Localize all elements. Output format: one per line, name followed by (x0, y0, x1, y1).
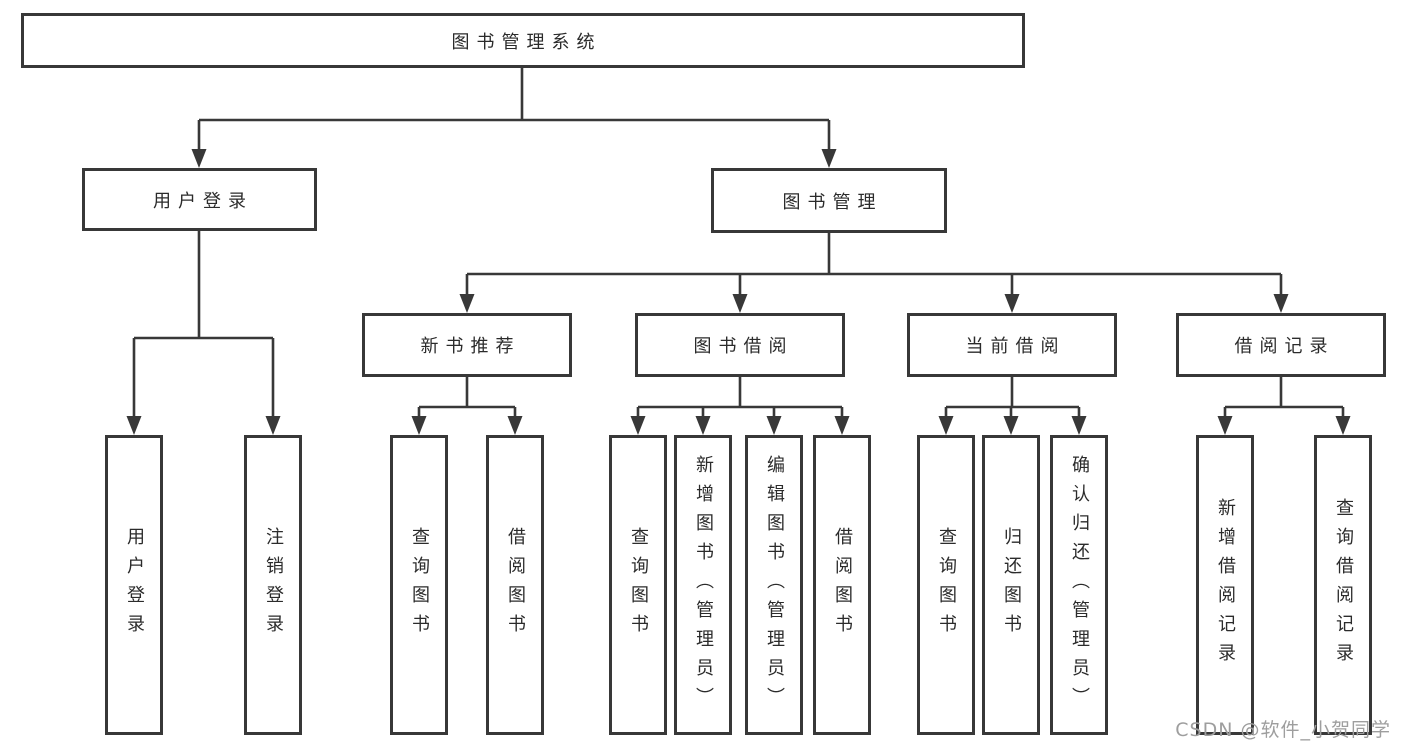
node-book-borrowing: 图书借阅 (635, 313, 845, 377)
node-library-management-system: 图书管理系统 (21, 13, 1025, 68)
leaf-query-books-recommend: 查询图书 (390, 435, 448, 735)
leaf-query-books-borrow: 查询图书 (609, 435, 667, 735)
node-new-book-recommendation: 新书推荐 (362, 313, 572, 377)
leaf-edit-books-admin: 编辑图书（管理员） (745, 435, 803, 735)
leaf-confirm-return-admin: 确认归还（管理员） (1050, 435, 1108, 735)
csdn-watermark: CSDN @软件_小贺同学 (1175, 719, 1391, 741)
node-current-borrowing: 当前借阅 (907, 313, 1117, 377)
leaf-borrow-books: 借阅图书 (813, 435, 871, 735)
leaf-query-borrow-record: 查询借阅记录 (1314, 435, 1372, 735)
node-book-management: 图书管理 (711, 168, 947, 233)
leaf-logout: 注销登录 (244, 435, 302, 735)
leaf-add-books-admin: 新增图书（管理员） (674, 435, 732, 735)
node-user-login: 用户登录 (82, 168, 317, 231)
leaf-user-login: 用户登录 (105, 435, 163, 735)
leaf-add-borrow-record: 新增借阅记录 (1196, 435, 1254, 735)
leaf-query-books-current: 查询图书 (917, 435, 975, 735)
node-borrowing-records: 借阅记录 (1176, 313, 1386, 377)
leaf-borrow-books-recommend: 借阅图书 (486, 435, 544, 735)
leaf-return-books: 归还图书 (982, 435, 1040, 735)
